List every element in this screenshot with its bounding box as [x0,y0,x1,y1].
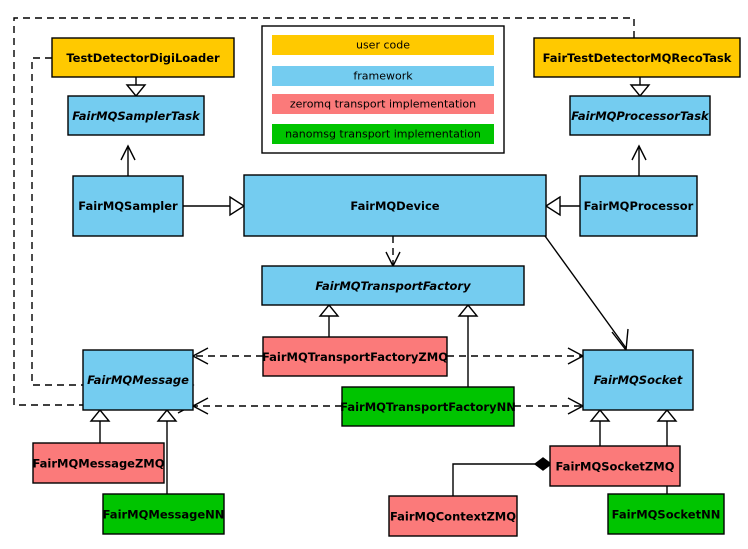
node-fairmqprocessor[interactable]: FairMQProcessor [579,175,698,237]
legend-swatch-nanomsg [272,124,494,144]
node-label: FairMQTransportFactoryNN [340,400,516,414]
edge-device-transportfactory [385,236,401,268]
node-fairmqsocket[interactable]: FairMQSocket [582,349,694,411]
legend-item-zeromq: zeromq transport implementation [272,94,494,114]
legend-item-nanomsg: nanomsg transport implementation [272,124,494,144]
node-label: FairMQTransportFactoryZMQ [262,350,448,364]
node-fairmqmessagezmq[interactable]: FairMQMessageZMQ [32,442,165,484]
node-fairmqsampler[interactable]: FairMQSampler [72,175,184,237]
node-label: FairMQMessageNN [103,508,225,522]
node-fairmqcontextzmq[interactable]: FairMQContextZMQ [388,495,518,537]
node-label: FairMQSocket [594,373,683,387]
node-fairmqtransportfactory[interactable]: FairMQTransportFactory [261,265,525,306]
legend-item-user-code: user code [272,35,494,55]
edge-contextzmq-socketzmq [452,457,553,496]
node-fairmqdevice[interactable]: FairMQDevice [243,174,547,237]
node-fairtestdetectormqrecotask[interactable]: FairTestDetectorMQRecoTask [533,37,741,78]
node-label: FairMQProcessorTask [571,109,710,123]
node-label: FairMQSampler [78,199,178,213]
edge-tfnn-transportfactory [457,303,479,387]
edge-tfzmq-message [191,347,263,365]
edge-sampler-device [183,195,246,217]
legend-label: user code [356,39,410,52]
node-label: TestDetectorDigiLoader [66,51,220,65]
node-label: FairMQSamplerTask [72,109,201,123]
node-label: FairMQDevice [350,199,439,213]
node-testdetectordigiloader[interactable]: TestDetectorDigiLoader [51,37,235,78]
legend-swatch-zeromq [272,94,494,114]
edge-recotask-processortask [629,77,651,98]
legend-swatch-framework [272,66,494,86]
node-fairmqsocketnn[interactable]: FairMQSocketNN [607,493,725,535]
node-fairmqsocketzmq[interactable]: FairMQSocketZMQ [549,445,681,487]
edge-messagenn-message [156,408,178,494]
node-fairmqsamplertask[interactable]: FairMQSamplerTask [67,95,205,136]
node-label: FairMQSocketZMQ [556,460,675,474]
node-fairmqprocessortask[interactable]: FairMQProcessorTask [569,95,711,136]
edge-digiloader-samplertask [125,77,147,98]
edge-processor-processortask [631,144,647,176]
legend-label: nanomsg transport implementation [285,128,481,141]
legend: user code framework zeromq transport imp… [261,25,505,154]
edge-tfzmq-transportfactory [318,303,340,337]
edge-messagezmq-message [89,408,111,443]
edge-processor-device [544,195,580,217]
edge-socketzmq-socket [589,408,611,446]
node-layer: TestDetectorDigiLoader FairTestDetectorM… [32,37,741,537]
node-label: FairMQMessageZMQ [32,457,164,471]
node-fairmqmessage[interactable]: FairMQMessage [82,349,194,411]
edge-tfnn-socket [514,397,585,415]
legend-swatch-user-code [272,35,494,55]
legend-item-framework: framework [272,66,494,86]
node-fairmqmessagenn[interactable]: FairMQMessageNN [102,493,225,535]
node-label: FairTestDetectorMQRecoTask [543,51,732,65]
node-fairmqtransportfactorynn[interactable]: FairMQTransportFactoryNN [340,386,516,427]
edge-device-socket [544,235,629,352]
node-label: FairMQContextZMQ [390,510,516,524]
node-label: FairMQTransportFactory [315,279,471,293]
node-label: FairMQMessage [87,373,189,387]
edge-sampler-samplertask [120,144,136,176]
node-label: FairMQSocketNN [612,508,721,522]
node-fairmqtransportfactoryzmq[interactable]: FairMQTransportFactoryZMQ [262,336,448,377]
legend-label: framework [353,70,413,83]
legend-label: zeromq transport implementation [290,98,476,111]
edge-tfnn-message [191,397,342,415]
node-label: FairMQProcessor [584,199,694,213]
